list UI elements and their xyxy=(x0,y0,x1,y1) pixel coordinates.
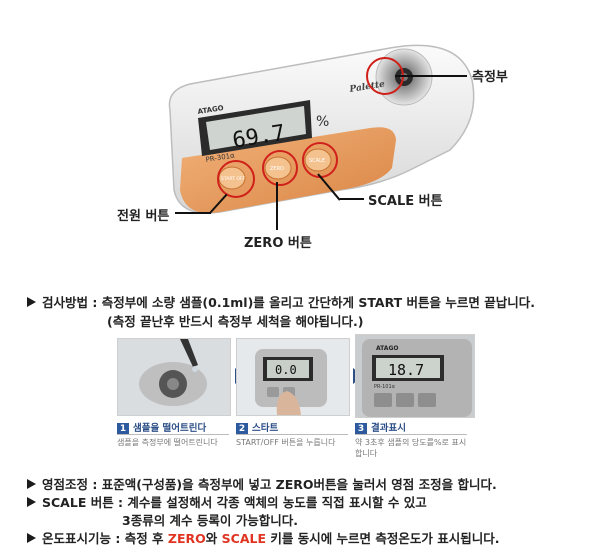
bullet-triangle-icon xyxy=(27,533,36,543)
callout-measuring-part: 측정부 xyxy=(472,70,508,85)
step-1-desc: 샘플을 측정부에 떨어트린니다 xyxy=(117,438,218,447)
svg-text:18.7: 18.7 xyxy=(388,361,424,379)
step-1-image xyxy=(117,338,231,416)
bullet-triangle-icon xyxy=(27,497,36,507)
callout-zero-button: ZERO 버튼 xyxy=(244,236,312,251)
callout-line-measuring xyxy=(395,75,467,77)
callout-line-scale-h xyxy=(340,198,364,200)
callout-line-power-h xyxy=(175,212,211,214)
device-screen xyxy=(206,106,306,150)
bullet-triangle-icon xyxy=(27,479,36,489)
method-line-1: 검사방법 : 측정부에 소량 샘플(0.1ml)를 올리고 간단하게 START… xyxy=(27,294,535,312)
svg-text:PR-101α: PR-101α xyxy=(374,384,396,390)
note-temperature: 온도표시기능 : 측정 후 ZERO와 SCALE 키를 동시에 누르면 측정온… xyxy=(27,530,500,548)
callout-power-button: 전원 버튼 xyxy=(117,209,170,224)
note-scale-line-2: 3종류의 계수 등록이 가능합니다. xyxy=(122,513,299,528)
screen-unit: % xyxy=(316,114,329,130)
method-line-2: (측정 끝난후 반드시 측정부 세척을 해야됩니다.) xyxy=(107,314,364,329)
step-2-divider xyxy=(236,434,348,435)
step-2-image: 0.0 xyxy=(236,338,350,416)
scale-button-highlight xyxy=(302,142,338,178)
zero-button-highlight xyxy=(262,150,298,186)
svg-text:ATAGO: ATAGO xyxy=(376,345,398,352)
callout-line-zero xyxy=(276,182,278,230)
callout-scale-button: SCALE 버튼 xyxy=(368,194,443,209)
note-scale-line-1: SCALE 버튼 : 계수를 설정해서 각종 액체의 농도를 직접 표시할 수 … xyxy=(27,494,427,512)
step-3-divider xyxy=(355,434,467,435)
step-2-desc: START/OFF 버튼을 누릅니다 xyxy=(236,438,336,447)
step-1-divider xyxy=(117,434,229,435)
note-zero-adjust: 영점조정 : 표준액(구성품)을 측정부에 넣고 ZERO버튼을 눌러서 영점 … xyxy=(27,476,497,494)
power-button-highlight xyxy=(217,160,255,198)
bullet-triangle-icon xyxy=(27,297,36,307)
step-3-image: ATAGO 18.7 PR-101α xyxy=(355,334,475,418)
step-3-desc: 약 3초후 샘플의 당도를%로 표시합니다 xyxy=(355,438,467,458)
svg-text:0.0: 0.0 xyxy=(275,363,297,377)
